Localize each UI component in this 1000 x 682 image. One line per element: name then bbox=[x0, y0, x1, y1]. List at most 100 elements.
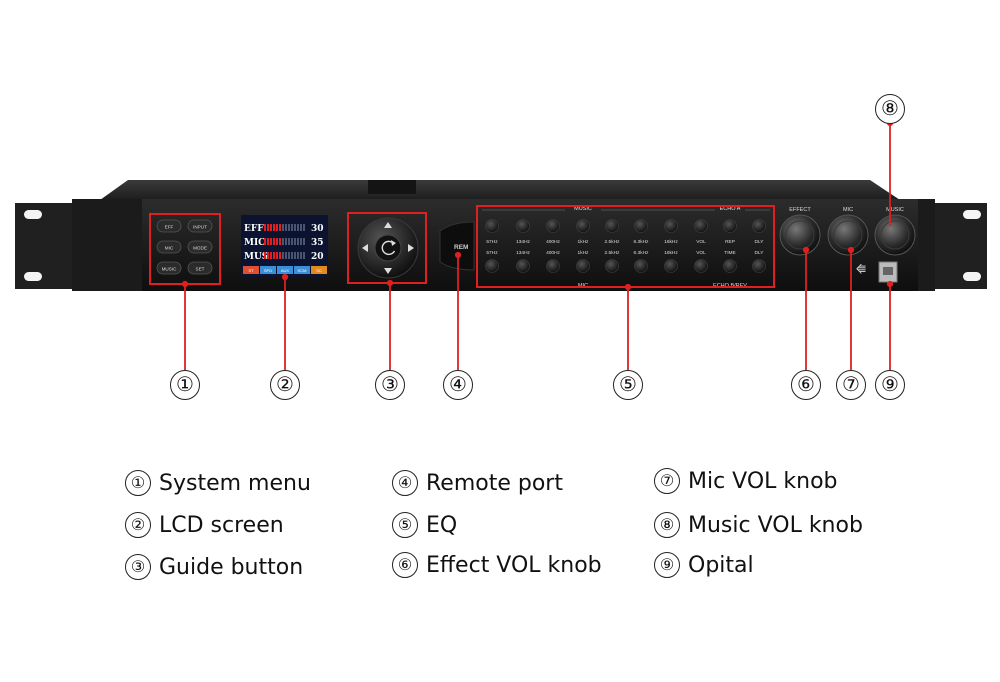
callout-number-3: ③ bbox=[375, 370, 405, 400]
eq-label-bottom: 57Hz bbox=[486, 250, 498, 256]
guide-button-center[interactable] bbox=[374, 234, 402, 262]
eq-knob-top[interactable] bbox=[634, 219, 648, 233]
eq-knob-bottom[interactable] bbox=[576, 259, 590, 273]
callout-number-8: ⑧ bbox=[875, 94, 905, 124]
leader-dot bbox=[802, 246, 810, 254]
arrow-right-icon[interactable] bbox=[408, 244, 414, 252]
legend-text: Effect VOL knob bbox=[426, 552, 602, 578]
lcd-level-segment bbox=[276, 252, 278, 259]
eq-label-bottom: VOL bbox=[696, 250, 706, 256]
legend-item: ② LCD screen bbox=[125, 512, 284, 538]
menu-button-input[interactable] bbox=[187, 219, 213, 233]
eq-knob-bottom[interactable] bbox=[634, 259, 648, 273]
eq-header-music: MUSIC bbox=[574, 206, 592, 212]
eq-label-top: 400Hz bbox=[546, 239, 560, 245]
eq-knob-bottom[interactable] bbox=[546, 259, 560, 273]
eq-knob-top[interactable] bbox=[546, 219, 560, 233]
lcd-tab bbox=[277, 266, 293, 274]
eq-knob-bottom[interactable] bbox=[723, 259, 737, 273]
lcd-level-segment bbox=[270, 252, 272, 259]
knob-ring bbox=[785, 220, 815, 250]
eq-knob-top[interactable] bbox=[664, 219, 678, 233]
lcd-tab-label: AUX bbox=[281, 268, 290, 273]
eq-knob-top[interactable] bbox=[605, 219, 619, 233]
lcd-level-segment bbox=[267, 238, 269, 245]
eq-label-top: DLY bbox=[755, 239, 765, 245]
callout-number-7: ⑦ bbox=[836, 370, 866, 400]
eq-knob-top[interactable] bbox=[576, 219, 590, 233]
lcd-level-segment bbox=[288, 238, 290, 245]
arrow-left-icon[interactable] bbox=[362, 244, 368, 252]
legend-number: ⑥ bbox=[392, 552, 418, 578]
rotate-arrowhead-icon bbox=[391, 240, 396, 246]
optical-port-inner bbox=[883, 267, 893, 275]
knob-ring bbox=[880, 220, 910, 250]
menu-button-eff[interactable] bbox=[156, 219, 182, 233]
lcd-level-segment bbox=[282, 252, 284, 259]
legend-item: ⑥ Effect VOL knob bbox=[392, 552, 602, 578]
eq-knob-top[interactable] bbox=[694, 219, 708, 233]
menu-button-label: INPUT bbox=[193, 224, 207, 229]
callout-number-4: ④ bbox=[443, 370, 473, 400]
legend-number: ⑤ bbox=[392, 512, 418, 538]
lcd-tab bbox=[294, 266, 310, 274]
eq-knob-bottom[interactable] bbox=[605, 259, 619, 273]
eq-knob-top[interactable] bbox=[752, 219, 766, 233]
rack-slot bbox=[963, 272, 981, 281]
leader-dot bbox=[386, 279, 394, 287]
lcd-tab bbox=[311, 266, 327, 274]
eq-knob-top[interactable] bbox=[723, 219, 737, 233]
eq-knob-bottom[interactable] bbox=[752, 259, 766, 273]
legend-number: ② bbox=[125, 512, 151, 538]
arrow-up-icon[interactable] bbox=[384, 222, 392, 228]
lcd-level-segment bbox=[291, 224, 293, 231]
eq-label-top: 6.3kHz bbox=[634, 239, 650, 245]
menu-button-mode[interactable] bbox=[187, 240, 213, 254]
leader-dot bbox=[281, 273, 289, 281]
eq-knob-bottom[interactable] bbox=[694, 259, 708, 273]
panel-edge-right bbox=[918, 199, 935, 291]
eq-label-top: 16kHz bbox=[664, 239, 678, 245]
callout-number-9: ⑨ bbox=[875, 370, 905, 400]
legend-text: Remote port bbox=[426, 470, 563, 496]
lcd-tab bbox=[243, 266, 259, 274]
menu-button-music[interactable] bbox=[156, 261, 182, 275]
callout-number-6: ⑥ bbox=[791, 370, 821, 400]
lcd-level-segment bbox=[303, 252, 305, 259]
eq-knob-bottom[interactable] bbox=[485, 259, 499, 273]
lcd-level-segment bbox=[282, 238, 284, 245]
lcd-level-segment bbox=[297, 224, 299, 231]
menu-button-set[interactable] bbox=[187, 261, 213, 275]
lcd-row-label: EFF bbox=[244, 224, 264, 234]
eq-knob-top[interactable] bbox=[516, 219, 530, 233]
menu-button-label: MIC bbox=[165, 245, 174, 250]
lcd-level-segment bbox=[264, 238, 266, 245]
chassis-top-vent bbox=[368, 180, 416, 194]
lcd-tab-label: SCM bbox=[298, 268, 307, 273]
eq-knob-top[interactable] bbox=[485, 219, 499, 233]
knob-label-music: MUSIC bbox=[886, 207, 904, 213]
lcd-level-segment bbox=[279, 252, 281, 259]
eq-label-bottom: DLY bbox=[755, 250, 765, 256]
eq-label-bottom: 134Hz bbox=[516, 250, 530, 256]
rack-slot bbox=[24, 272, 42, 281]
eq-knob-bottom[interactable] bbox=[516, 259, 530, 273]
chassis-top bbox=[100, 180, 900, 200]
lcd-level-segment bbox=[297, 238, 299, 245]
lcd-level-segment bbox=[279, 238, 281, 245]
lcd-level-segment bbox=[270, 224, 272, 231]
legend-text: Music VOL knob bbox=[688, 512, 863, 538]
legend-text: LCD screen bbox=[159, 512, 284, 538]
lcd-level-segment bbox=[264, 252, 266, 259]
eq-knob-bottom[interactable] bbox=[664, 259, 678, 273]
rack-ear-left bbox=[15, 203, 73, 289]
lcd-level-segment bbox=[297, 252, 299, 259]
arrow-down-icon[interactable] bbox=[384, 268, 392, 274]
lcd-level-segment bbox=[285, 238, 287, 245]
menu-button-mic[interactable] bbox=[156, 240, 182, 254]
